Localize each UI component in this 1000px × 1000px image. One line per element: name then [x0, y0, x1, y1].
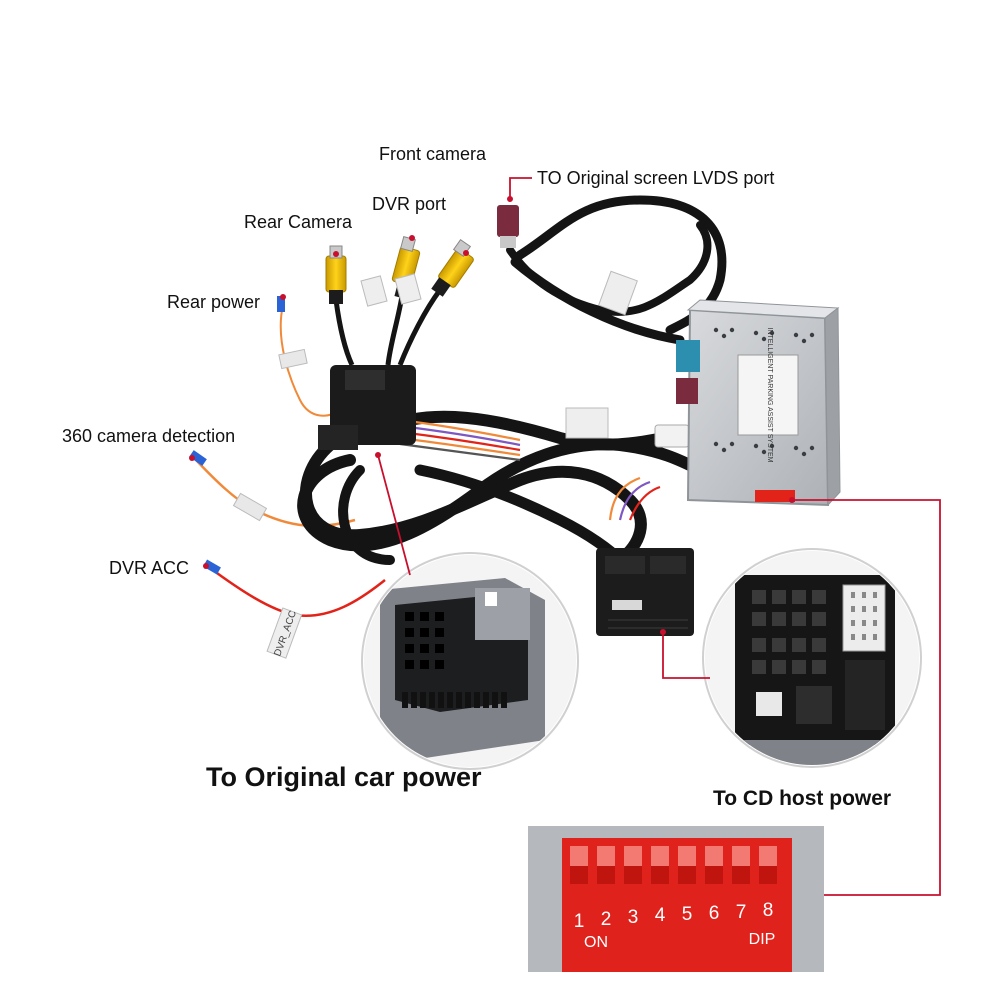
white-plug — [654, 424, 690, 448]
camera-360-detection-label: 360 camera detection — [62, 426, 236, 446]
lvds-tag — [598, 270, 638, 316]
dip-switch-body — [562, 838, 792, 972]
dvr-acc-tag — [266, 607, 303, 659]
dvr-acc-wire: DVR_ACC — [203, 559, 386, 659]
original-car-power-label: To Original car power — [206, 762, 482, 792]
main-harness-connector — [318, 365, 416, 450]
module-dip-port — [755, 490, 795, 502]
dip-number-1: 1 — [574, 911, 585, 932]
module-blue-port — [676, 340, 700, 372]
dip-switch-panel: 1 2 3 4 5 6 7 8 ON DIP — [528, 826, 824, 972]
lvds-port-label: TO Original screen LVDS port — [537, 168, 775, 188]
wire-tag — [232, 492, 268, 522]
dip-number-8: 8 — [763, 900, 774, 921]
rear-power-wire — [277, 296, 341, 417]
car-power-zoom — [361, 552, 579, 770]
module-title: INTELLIGENT PARKING ASSIST SYSTEM — [766, 328, 773, 463]
wire-end-cap — [203, 559, 221, 575]
rear-power-label: Rear power — [167, 292, 261, 312]
dvr-acc-label: DVR ACC — [109, 558, 190, 578]
cd-host-power-label: To CD host power — [713, 787, 892, 810]
module-label-sticker — [737, 354, 799, 436]
front-camera-label: Front camera — [379, 144, 487, 164]
cd-host-connector — [596, 548, 694, 636]
dip-on-label: ON — [584, 934, 608, 951]
rear-camera-label: Rear Camera — [244, 212, 353, 232]
dip-number-6: 6 — [709, 903, 720, 924]
dip-number-2: 2 — [601, 909, 612, 930]
dip-number-3: 3 — [628, 907, 639, 928]
rca-tags — [360, 273, 422, 307]
wire-tag — [278, 348, 308, 370]
parking-assist-module: INTELLIGENT PARKING ASSIST SYSTEM — [676, 299, 841, 507]
dip-number-5: 5 — [682, 904, 693, 925]
order-number-tag — [565, 407, 609, 439]
dip-number-7: 7 — [736, 902, 747, 923]
harness-cables — [297, 195, 727, 566]
rear-camera-rca — [325, 245, 355, 367]
callout-dots — [189, 196, 795, 635]
wire-end-cap — [277, 296, 285, 312]
cd-host-power-zoom — [702, 548, 922, 768]
lvds-connector — [497, 205, 638, 316]
front-camera-rca — [397, 238, 474, 366]
callout-lines — [377, 177, 941, 896]
dvr-port-label: DVR port — [372, 194, 447, 214]
dip-dip-label: DIP — [749, 931, 776, 948]
dip-number-4: 4 — [655, 905, 666, 926]
module-lvds-port — [676, 378, 698, 404]
wire-end-cap — [189, 450, 207, 466]
